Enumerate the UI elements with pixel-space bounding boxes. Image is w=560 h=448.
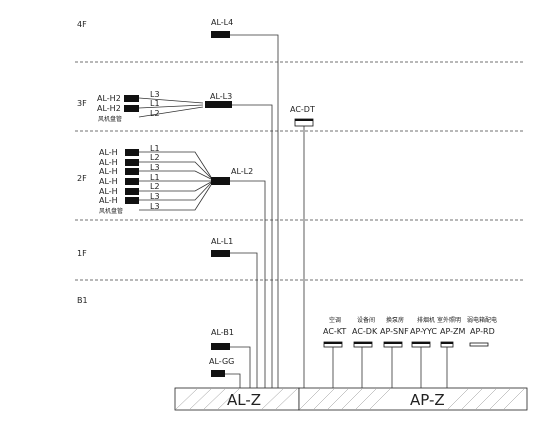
f2-box-2 <box>125 159 139 166</box>
panel-al-gg-box <box>211 370 225 377</box>
panel-al-gg-label: AL-GG <box>209 357 234 366</box>
equip-6-code: AP-RD <box>470 327 495 336</box>
f2-box-6 <box>125 197 139 204</box>
panel-al-gg-group: AL-GG <box>209 357 234 377</box>
f3-box-label-1: AL-H2 <box>97 94 121 103</box>
equip-2-desc: 设备间 <box>357 316 375 324</box>
f2-line-7: L3 <box>150 202 160 211</box>
floor-label-4f: 4F <box>77 20 87 29</box>
panel-al-l3-box <box>205 101 232 108</box>
f2-box-4 <box>125 178 139 185</box>
f2-box-label-1: AL-H <box>99 148 118 157</box>
panel-al-l4-group: AL-L4 <box>211 18 233 38</box>
panel-al-l4-box <box>211 31 230 38</box>
floor2-group: AL-H AL-H AL-H AL-H AL-H AL-H 风机盘管 L1 L2… <box>99 144 253 215</box>
panel-al-b1-group: AL-B1 <box>211 328 234 350</box>
equip-4-strip <box>412 342 430 344</box>
f3-line-l1: L1 <box>150 99 160 108</box>
equip-5-code: AP-ZM <box>440 327 465 336</box>
floor-label-1f: 1F <box>77 249 87 258</box>
wire-al-l4 <box>230 34 279 388</box>
f2-fan-coil-note: 风机盘管 <box>99 207 123 215</box>
f2-box-label-3: AL-H <box>99 167 118 176</box>
f2-line-1: L1 <box>150 144 160 153</box>
equip-1-desc: 空调 <box>329 316 341 324</box>
main-panel-bar: AL-Z AP-Z <box>174 387 528 411</box>
wire-al-l2 <box>230 180 266 388</box>
floor-label-3f: 3F <box>77 99 87 108</box>
f2-box-label-2: AL-H <box>99 158 118 167</box>
panel-al-z-label: AL-Z <box>227 391 261 409</box>
f3-box-label-2: AL-H2 <box>97 104 121 113</box>
equip-5-strip <box>441 342 453 344</box>
f2-box-label-4: AL-H <box>99 177 118 186</box>
panel-ap-z-label: AP-Z <box>410 391 445 409</box>
panel-ac-dt-group: AC-DT <box>290 105 315 127</box>
f2-box-label-5: AL-H <box>99 187 118 196</box>
f3-wire-3 <box>138 106 204 118</box>
equip-1-code: AC-KT <box>323 327 346 336</box>
equip-6-desc: 弱电箱配电 <box>467 316 497 324</box>
panel-al-b1-box <box>211 343 230 350</box>
f2-box-1 <box>125 149 139 156</box>
panel-al-b1-label: AL-B1 <box>211 328 234 337</box>
wire-al-b1 <box>230 346 251 388</box>
equip-4-code: AP-YYC <box>410 327 437 336</box>
wire-al-l1 <box>230 252 258 388</box>
wire-al-l3 <box>232 104 273 388</box>
wire-al-gg <box>225 373 241 388</box>
panel-ac-dt-label: AC-DT <box>290 105 315 114</box>
panel-al-l1-group: AL-L1 <box>211 237 233 257</box>
f3-line-l3: L3 <box>150 90 160 99</box>
equip-2-code: AC-DK <box>352 327 378 336</box>
equip-2-strip <box>354 342 372 344</box>
equip-1-strip <box>324 342 342 344</box>
panel-al-l3-label: AL-L3 <box>210 92 232 101</box>
equip-6-box <box>469 342 489 347</box>
equip-5-desc: 室外照明 <box>437 316 461 324</box>
equip-3-code: AP-SNF <box>380 327 409 336</box>
f3-wire-1 <box>138 97 204 104</box>
panel-al-l1-box <box>211 250 230 257</box>
f3-fan-coil-note: 风机盘管 <box>98 115 122 123</box>
panel-al-l1-label: AL-L1 <box>211 237 233 246</box>
f2-fan-wires <box>139 151 212 211</box>
floor-label-2f: 2F <box>77 174 87 183</box>
f2-box-label-6: AL-H <box>99 196 118 205</box>
f3-box-2 <box>124 105 139 112</box>
f2-line-2: L2 <box>150 153 160 162</box>
b1-equipment-row: 空调 AC-KT 设备间 AC-DK 换泵房 AP-SNF 排烟机 AP-YYC… <box>323 316 497 388</box>
floor3-group: AL-H2 AL-H2 风机盘管 L3 L1 L2 AL-L3 <box>97 90 232 123</box>
equip-3-strip <box>384 342 402 344</box>
equip-3-desc: 换泵房 <box>386 316 404 324</box>
f2-line-3: L3 <box>150 163 160 172</box>
f2-box-5 <box>125 188 139 195</box>
f3-line-l2: L2 <box>150 109 160 118</box>
panel-al-l2-box <box>211 177 230 185</box>
f3-wire-2 <box>138 104 204 109</box>
panel-ap-z <box>298 387 528 411</box>
f2-box-3 <box>125 168 139 175</box>
panel-ac-dt-strip <box>295 119 313 121</box>
floor-label-b1: B1 <box>77 296 88 305</box>
panel-al-l2-label: AL-L2 <box>231 167 253 176</box>
f3-box-1 <box>124 95 139 102</box>
panel-hatching <box>175 388 525 410</box>
riser-wires <box>225 34 305 388</box>
equip-4-desc: 排烟机 <box>417 316 435 324</box>
f2-line-6: L3 <box>150 192 160 201</box>
f2-line-5: L2 <box>150 182 160 191</box>
f2-line-4: L1 <box>150 173 160 182</box>
panel-al-l4-label: AL-L4 <box>211 18 233 27</box>
